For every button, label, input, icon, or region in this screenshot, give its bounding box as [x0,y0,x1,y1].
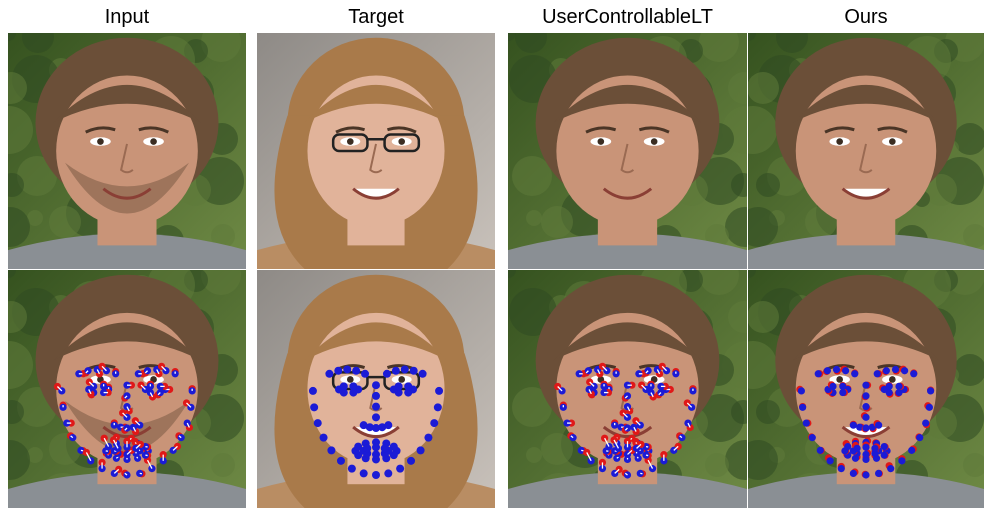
panel-input-landmarks [8,270,246,508]
panel-usercontrollablelt-portrait [508,33,747,269]
column-title-target: Target [348,6,404,28]
panel-target-portrait [257,33,495,269]
column-title-ours: Ours [844,6,888,28]
panel-ours-landmarks [748,270,984,508]
column-title-usercontrollablelt: UserControllableLT [542,6,713,28]
portrait-image [257,33,495,269]
panel-input-portrait [8,33,246,269]
panel-ours-portrait [748,33,984,269]
column-title-input: Input [104,6,150,28]
landmark-overlay [308,365,444,480]
portrait-image [508,33,747,269]
panel-target-landmarks [257,270,495,508]
panel-usercontrollablelt-landmarks [508,270,747,508]
landmark-overlay [554,362,697,479]
portrait-image [8,270,246,508]
landmark-overlay [53,362,196,479]
portrait-image [748,33,984,269]
portrait-image [8,33,246,269]
landmark-overlay [796,365,935,479]
portrait-image [508,270,747,508]
portrait-image [748,270,984,508]
portrait-image [257,270,495,508]
